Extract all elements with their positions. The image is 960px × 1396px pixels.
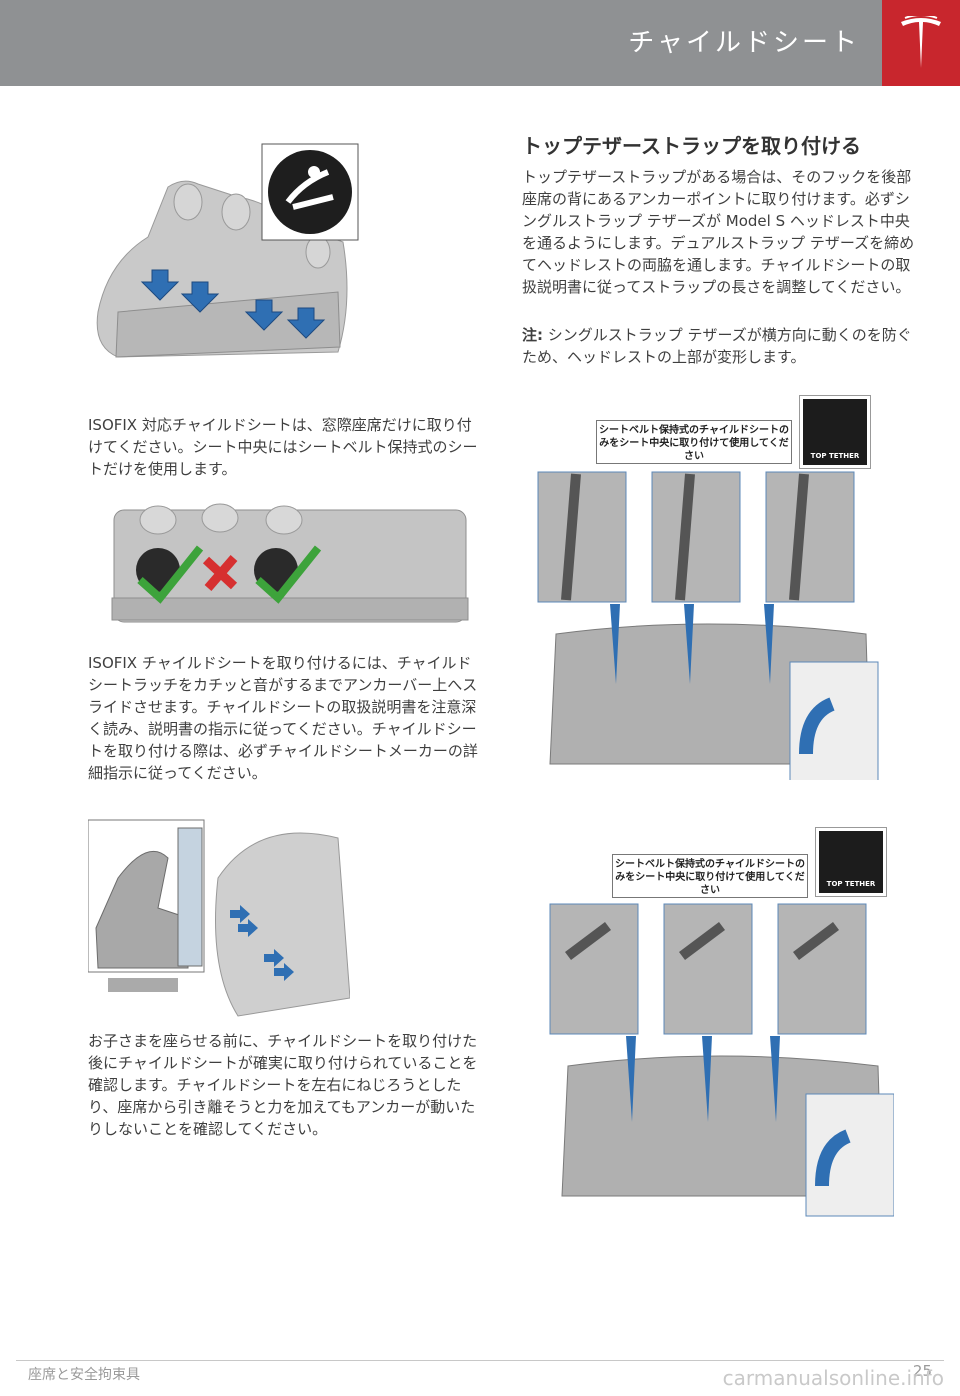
note-text: シングルストラップ テザーズが横方向に動くのを防ぐため、ヘッドレストの上部が変形… bbox=[522, 326, 912, 366]
page-title: チャイルドシート bbox=[628, 28, 860, 58]
tesla-logo-icon bbox=[901, 16, 941, 68]
check-icon bbox=[137, 545, 204, 604]
dual-tether-figure: シートベルト保持式のチャイルドシートのみをシート中央に取り付けて使用してください… bbox=[548, 826, 894, 1218]
single-tether-figure: シートベルト保持式のチャイルドシートのみをシート中央に取り付けて使用してください… bbox=[536, 394, 880, 780]
note-top-tether: 注: シングルストラップ テザーズが横方向に動くのを防ぐため、ヘッドレストの上部… bbox=[522, 324, 916, 368]
isofix-positions-figure bbox=[110, 500, 470, 628]
footer-section: 座席と安全拘束具 bbox=[28, 1367, 140, 1383]
cross-icon bbox=[202, 555, 238, 591]
watermark: carmanualsonline.info bbox=[722, 1366, 944, 1390]
paragraph-isofix-window-seats: ISOFIX 対応チャイルドシートは、窓際座席だけに取り付けてください。シート中… bbox=[88, 416, 478, 478]
isofix-anchor-figure bbox=[88, 142, 360, 384]
isofix-child-seat-icon bbox=[268, 150, 352, 234]
paragraph-check-installation: お子さまを座らせる前に、チャイルドシートを取り付けた後にチャイルドシートが確実に… bbox=[88, 1032, 478, 1138]
page-header: チャイルドシート bbox=[0, 0, 960, 86]
tether-label-2: TOP TETHER bbox=[826, 880, 876, 888]
figure-warning-label-1: シートベルト保持式のチャイルドシートのみをシート中央に取り付けて使用してください bbox=[596, 420, 792, 464]
paragraph-top-tether: トップテザーストラップがある場合は、そのフックを後部座席の背にあるアンカーポイン… bbox=[522, 168, 915, 296]
tether-label-1: TOP TETHER bbox=[810, 452, 860, 460]
page-number: 25 bbox=[912, 1362, 932, 1380]
brand-logo bbox=[882, 0, 960, 86]
note-label: 注: bbox=[522, 326, 543, 344]
paragraph-isofix-install: ISOFIX チャイルドシートを取り付けるには、チャイルドシートラッチをカチッと… bbox=[88, 654, 478, 782]
top-tether-anchor-icon-2: TOP TETHER bbox=[815, 827, 887, 897]
figure-warning-label-2: シートベルト保持式のチャイルドシートのみをシート中央に取り付けて使用してください bbox=[612, 854, 808, 898]
top-tether-anchor-icon: TOP TETHER bbox=[799, 395, 871, 469]
footer-divider bbox=[16, 1360, 944, 1361]
section-heading-top-tether: トップテザーストラップを取り付ける bbox=[522, 134, 861, 158]
seat-latch-figure bbox=[87, 818, 351, 1018]
